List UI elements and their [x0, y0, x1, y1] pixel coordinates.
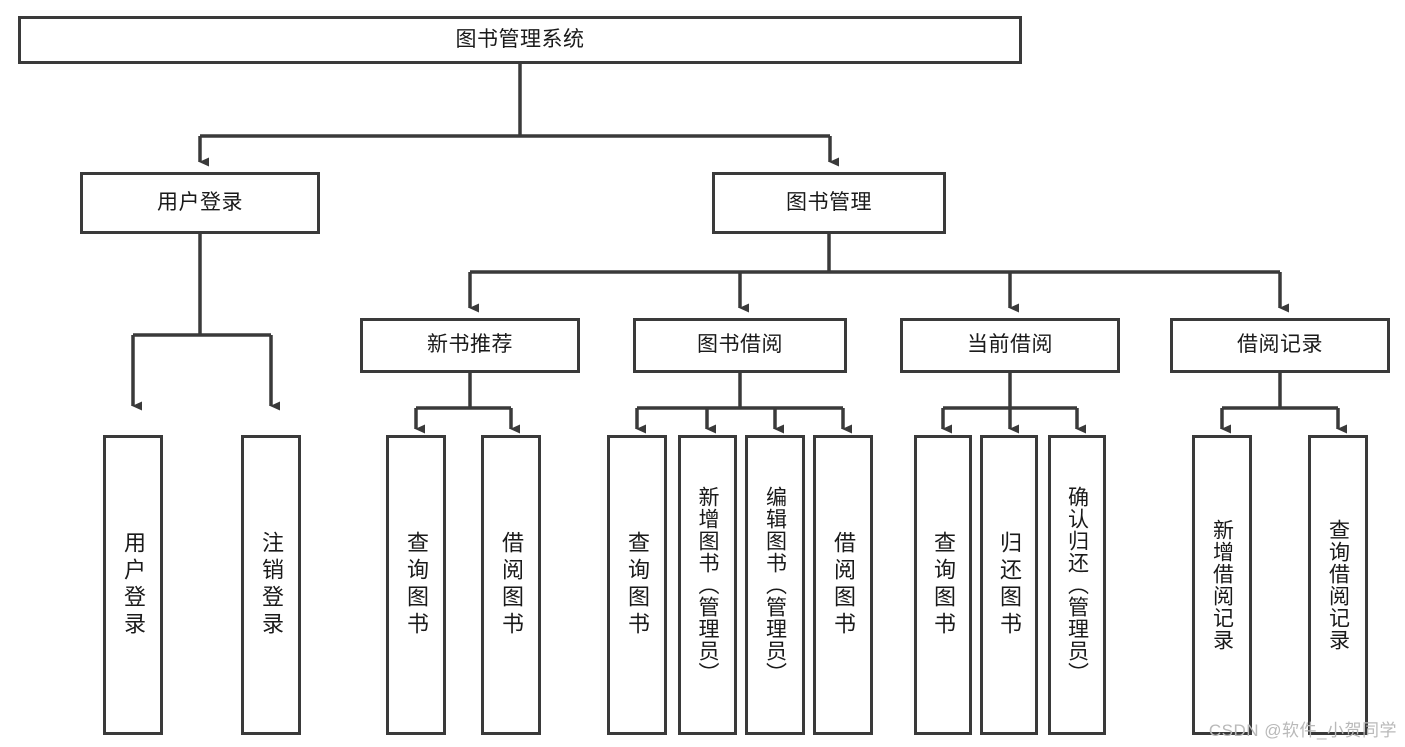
node-book-borrow-label: 图书借阅	[697, 333, 783, 357]
node-leaf-query-borrow-record-label: 查询借阅记录	[1326, 519, 1350, 651]
node-leaf-borrow-book-rec-label: 借阅图书	[499, 531, 524, 639]
node-root-label: 图书管理系统	[455, 27, 585, 51]
connector-bookmanage-to-level2	[468, 232, 1289, 313]
node-leaf-query-book-rec[interactable]: 查询图书	[386, 435, 446, 735]
node-leaf-borrow-book[interactable]: 借阅图书	[813, 435, 873, 735]
node-leaf-user-login[interactable]: 用户登录	[103, 435, 163, 735]
node-current-borrow[interactable]: 当前借阅	[900, 318, 1120, 373]
node-new-book-rec[interactable]: 新书推荐	[360, 318, 580, 373]
node-user-login-label: 用户登录	[157, 190, 243, 214]
node-book-borrow[interactable]: 图书借阅	[633, 318, 847, 373]
node-leaf-query-book-borrow[interactable]: 查询图书	[607, 435, 667, 735]
node-root[interactable]: 图书管理系统	[18, 16, 1022, 64]
node-leaf-query-book-current[interactable]: 查询图书	[914, 435, 972, 735]
node-leaf-add-book-admin[interactable]: 新增图书（管理员）	[678, 435, 737, 735]
node-leaf-query-book-borrow-label: 查询图书	[625, 531, 650, 639]
node-leaf-add-borrow-record[interactable]: 新增借阅记录	[1192, 435, 1252, 735]
node-user-login[interactable]: 用户登录	[80, 172, 320, 234]
node-leaf-confirm-return-admin[interactable]: 确认归还（管理员）	[1048, 435, 1106, 735]
node-leaf-borrow-book-rec[interactable]: 借阅图书	[481, 435, 541, 735]
csdn-watermark: CSDN @软件_小贺同学	[1208, 721, 1397, 740]
connector-newbookrec-to-leaves	[414, 373, 520, 434]
node-leaf-user-logout[interactable]: 注销登录	[241, 435, 301, 735]
connector-root-to-level1	[198, 64, 839, 167]
connector-borrowrecord-to-leaves	[1220, 373, 1347, 434]
node-leaf-query-borrow-record[interactable]: 查询借阅记录	[1308, 435, 1368, 735]
node-current-borrow-label: 当前借阅	[967, 333, 1053, 357]
node-leaf-return-book[interactable]: 归还图书	[980, 435, 1038, 735]
node-borrow-record-label: 借阅记录	[1237, 333, 1323, 357]
node-leaf-borrow-book-label: 借阅图书	[831, 531, 856, 639]
node-leaf-user-login-label: 用户登录	[121, 531, 146, 639]
node-leaf-edit-book-admin-label: 编辑图书（管理员）	[763, 486, 787, 684]
node-book-manage-label: 图书管理	[786, 190, 872, 214]
node-new-book-rec-label: 新书推荐	[427, 333, 513, 357]
node-leaf-return-book-label: 归还图书	[997, 531, 1022, 639]
node-leaf-edit-book-admin[interactable]: 编辑图书（管理员）	[745, 435, 805, 735]
node-borrow-record[interactable]: 借阅记录	[1170, 318, 1390, 373]
node-leaf-confirm-return-admin-label: 确认归还（管理员）	[1065, 486, 1089, 684]
connector-bookborrow-to-leaves	[635, 373, 852, 434]
connector-userlogin-to-leaves	[131, 234, 280, 411]
connector-currentborrow-to-leaves	[941, 373, 1086, 434]
node-leaf-user-logout-label: 注销登录	[259, 531, 284, 639]
node-leaf-add-borrow-record-label: 新增借阅记录	[1210, 519, 1234, 651]
node-leaf-query-book-current-label: 查询图书	[931, 531, 956, 639]
node-book-manage[interactable]: 图书管理	[712, 172, 946, 234]
node-leaf-query-book-rec-label: 查询图书	[404, 531, 429, 639]
node-leaf-add-book-admin-label: 新增图书（管理员）	[696, 486, 719, 684]
